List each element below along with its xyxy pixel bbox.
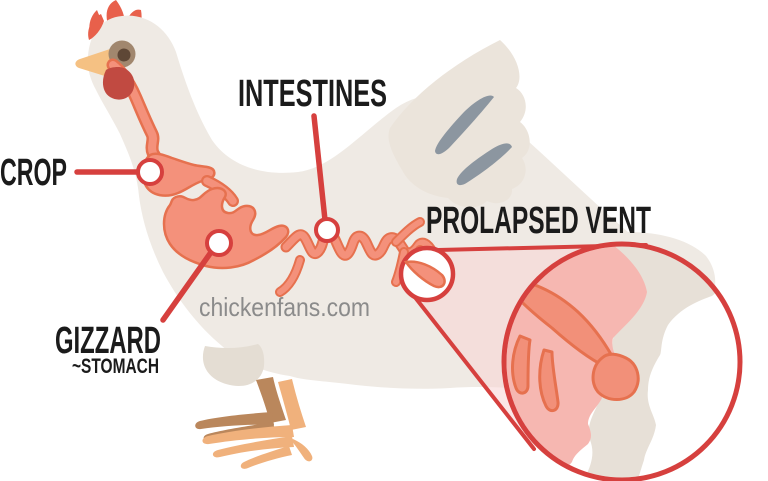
magnifier-large-circle [501,241,743,481]
comb-front-lobe [88,14,104,40]
prolapse-finger-2 [538,348,560,413]
annotation-markers [74,113,340,323]
intestines-label: INTESTINES [238,73,387,115]
front-leg [202,379,313,469]
magnifier-cone-bottom-edge [412,294,536,451]
gizzard-marker [205,229,233,257]
gizzard-label: GIZZARD [55,320,161,362]
wing-feather-streak-2 [456,143,512,186]
back-foot-toe-upper [195,412,274,430]
wing-feather-streak-1 [435,95,494,155]
chicken-wattle [102,67,135,100]
crop-marker [136,158,164,186]
chicken-eye-pupil [117,48,131,62]
back-shank [256,377,286,423]
front-foot-back-toe [291,439,313,462]
prolapse-bulb [591,352,640,401]
intestine-branch-1 [393,219,423,245]
prolapsed-vent-label: PROLAPSED VENT [426,200,651,242]
front-foot-toe-1 [202,425,294,445]
intestine-branch-4 [277,257,303,295]
magnifier-large-circle-group [501,241,743,481]
gizzard-sub-label: ~STOMACH [72,355,159,378]
gizzard-shape [162,186,290,270]
magnified-tail-feathers [580,246,724,478]
chicken-thigh [202,344,265,386]
chicken-beak [75,49,112,77]
front-shank [278,379,306,430]
intestines-leader-line [311,113,328,223]
intestines-marker [314,217,340,243]
prolapse-finger-1 [511,334,532,395]
front-foot-toe-3 [240,446,292,469]
gizzard-leader-line [160,245,217,323]
magnified-content [506,246,724,478]
watermark-text: chickenfans.com [199,292,370,322]
crop-label: CROP [0,152,67,194]
anatomy-labels: CROP INTESTINES GIZZARD ~STOMACH PROLAPS… [0,73,651,378]
vent-nub [403,260,446,289]
magnifier-callout [398,241,743,481]
magnified-prolapse-tissue [506,278,640,413]
front-foot-toe-2 [212,436,294,458]
